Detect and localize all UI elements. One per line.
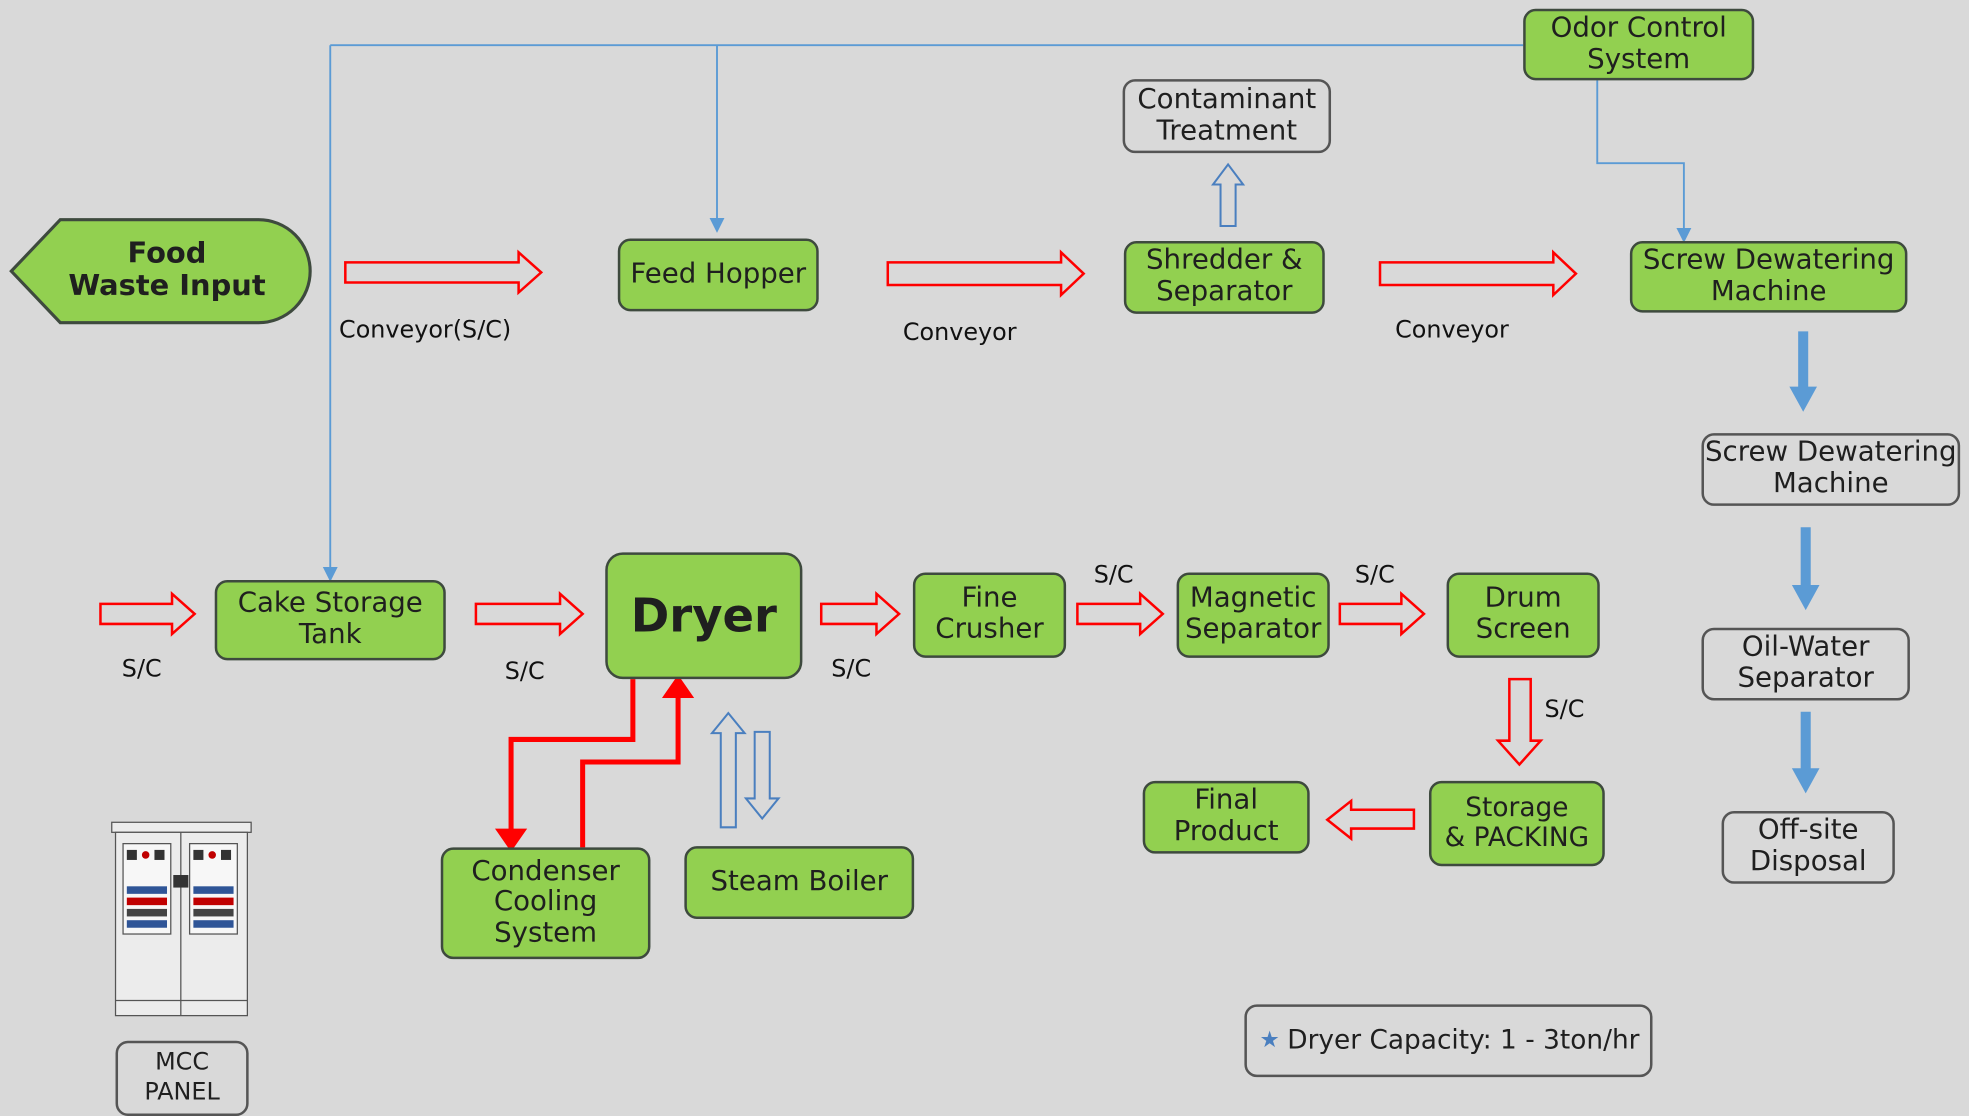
arrow-to-cake-storage bbox=[99, 591, 197, 637]
arrow-crusher-to-magnetic bbox=[1076, 591, 1165, 637]
label-conveyor-sc: Conveyor(S/C) bbox=[339, 316, 512, 344]
screw-dewatering-node-1: Screw Dewatering Machine bbox=[1629, 241, 1908, 313]
dryer-capacity-note: ★ Dryer Capacity: 1 - 3ton/hr bbox=[1244, 1004, 1653, 1078]
label-sc-6: S/C bbox=[1544, 695, 1585, 724]
red-process-arrows bbox=[99, 249, 1578, 842]
arrow-cake-to-dryer bbox=[474, 591, 585, 637]
condenser-loop bbox=[494, 674, 695, 852]
arrow-input-to-hopper bbox=[344, 249, 544, 296]
screw-dewatering-node-2: Screw Dewatering Machine bbox=[1701, 433, 1961, 506]
magnetic-separator-node: Magnetic Separator bbox=[1176, 572, 1330, 658]
label-sc-2: S/C bbox=[504, 657, 545, 686]
shredder-separator-node: Shredder & Separator bbox=[1123, 241, 1325, 314]
dryer-capacity-text: Dryer Capacity: 1 - 3ton/hr bbox=[1287, 1024, 1640, 1055]
food-waste-input: Food Waste Input bbox=[68, 237, 266, 303]
label-conveyor-2: Conveyor bbox=[1395, 316, 1509, 344]
storage-packing-node: Storage & PACKING bbox=[1428, 780, 1605, 867]
final-product-node: Final Product bbox=[1142, 780, 1310, 854]
drum-screen-node: Drum Screen bbox=[1446, 572, 1600, 658]
offsite-disposal-node: Off-site Disposal bbox=[1721, 810, 1895, 884]
arrow-storage-to-final bbox=[1325, 798, 1416, 842]
star-icon: ★ bbox=[1259, 1026, 1280, 1054]
dryer-node: Dryer bbox=[605, 552, 803, 680]
blue-down-arrows bbox=[1789, 331, 1820, 794]
cake-storage-node: Cake Storage Tank bbox=[214, 579, 446, 661]
odor-control-lines bbox=[322, 44, 1692, 582]
arrow-drum-to-storage bbox=[1495, 677, 1544, 767]
feed-hopper-node: Feed Hopper bbox=[617, 238, 819, 312]
fine-crusher-node: Fine Crusher bbox=[912, 572, 1067, 658]
arrow-magnetic-to-drum bbox=[1338, 591, 1426, 637]
label-conveyor-1: Conveyor bbox=[902, 318, 1017, 347]
odor-control-node: Odor Control System bbox=[1523, 8, 1755, 81]
food-waste-input-shape bbox=[9, 218, 312, 325]
arrow-shredder-to-screw bbox=[1378, 249, 1578, 298]
mcc-panel-label: MCC PANEL bbox=[115, 1040, 249, 1116]
mcc-panel-drawing bbox=[111, 821, 252, 1017]
label-sc-3: S/C bbox=[831, 655, 872, 683]
oil-water-separator-node: Oil-Water Separator bbox=[1701, 627, 1910, 701]
condenser-cooling-node: Condenser Cooling System bbox=[440, 847, 651, 960]
steam-arrows bbox=[709, 711, 781, 829]
contaminant-up-arrow bbox=[1210, 162, 1246, 227]
arrow-dryer-to-crusher bbox=[819, 591, 901, 637]
label-sc-5: S/C bbox=[1354, 561, 1395, 589]
label-sc-4: S/C bbox=[1093, 561, 1134, 589]
steam-boiler-node: Steam Boiler bbox=[684, 846, 915, 919]
contaminant-treatment-node: Contaminant Treatment bbox=[1122, 79, 1332, 154]
label-sc-1: S/C bbox=[121, 655, 162, 683]
arrow-hopper-to-shredder bbox=[886, 249, 1086, 298]
